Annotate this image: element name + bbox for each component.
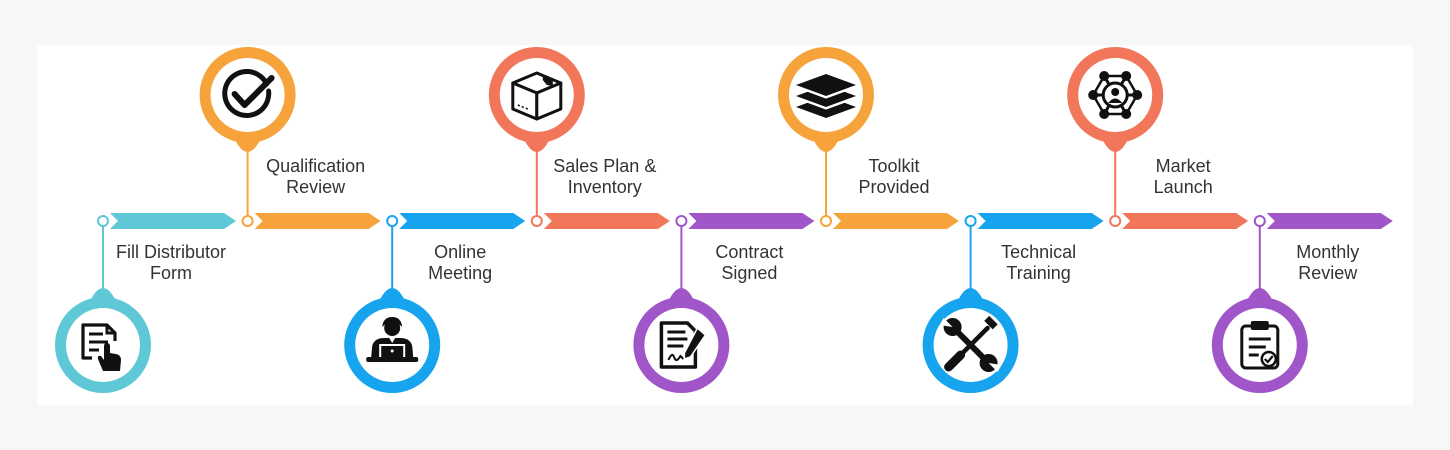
- timeline-arrow-segment: [833, 213, 959, 229]
- step-pin: [633, 288, 730, 393]
- step-label-line2: Launch: [1153, 177, 1213, 197]
- step-label-line2: Signed: [721, 263, 778, 283]
- step-label-line2: Review: [286, 177, 346, 197]
- step-label-line1: Technical: [1001, 242, 1077, 262]
- timeline-node: [675, 215, 688, 227]
- step-pin: [778, 47, 874, 152]
- timeline-arrow-segment: [543, 213, 670, 229]
- step-pin: [922, 288, 1019, 393]
- step-label-line1: Monthly: [1296, 242, 1360, 262]
- timeline-arrow-segment: [254, 213, 381, 229]
- step-label-line1: Contract: [715, 242, 784, 262]
- timeline-node: [386, 215, 399, 227]
- timeline-node: [820, 215, 832, 227]
- step-label-line2: Meeting: [428, 263, 493, 283]
- timeline-arrow-segment: [977, 213, 1104, 229]
- step-pin: [1067, 47, 1164, 152]
- box-icon: [511, 71, 563, 121]
- step-pin: [199, 47, 296, 152]
- timeline-arrow-segment: [688, 213, 815, 229]
- timeline-node: [241, 215, 254, 227]
- step-pin: [55, 288, 151, 393]
- step-label-line2: Inventory: [567, 177, 642, 197]
- timeline-node: [964, 215, 977, 227]
- timeline-arrow-segment: [1122, 213, 1249, 229]
- step-label-line2: Review: [1298, 263, 1358, 283]
- step-pin: [344, 288, 441, 393]
- step-label: Sales Plan &Inventory: [520, 156, 690, 198]
- step-label-line2: Training: [1006, 263, 1071, 283]
- step-label-line1: Toolkit: [868, 156, 920, 176]
- timeline-arrow-segment: [399, 213, 526, 229]
- timeline-arrow-segment: [110, 213, 236, 229]
- step-label-line2: Provided: [858, 177, 930, 197]
- step-label-line1: Online: [434, 242, 487, 262]
- timeline-node: [97, 215, 109, 227]
- timeline-node: [1253, 215, 1266, 227]
- step-label-line1: Fill Distributor: [115, 242, 226, 262]
- step-label-line1: Qualification: [266, 156, 366, 176]
- step-label-line1: Market: [1155, 156, 1211, 176]
- step-pin: [488, 47, 585, 152]
- step-label-line1: Sales Plan &: [553, 156, 657, 176]
- step-pin: [1211, 288, 1308, 393]
- step-label-line2: Form: [150, 263, 192, 283]
- timeline-arrow-segment: [1266, 213, 1393, 229]
- timeline-node: [530, 215, 543, 227]
- timeline-node: [1109, 215, 1122, 227]
- clipboard-check-icon: [1240, 319, 1280, 370]
